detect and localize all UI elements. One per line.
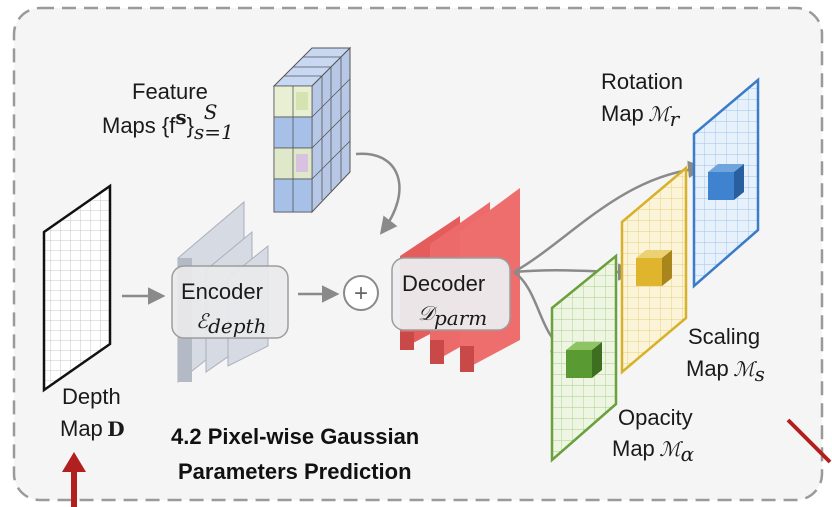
rotation-map-label-line1: Rotation: [601, 69, 683, 94]
scaling-map-label-line2: Map ℳs: [686, 356, 765, 386]
rotation-map-label-line2: Map ℳr: [601, 101, 681, 131]
arrow-decoder-to-scaling: [513, 263, 636, 281]
scaling-map-label-line1: Scaling: [688, 324, 760, 349]
plus-symbol: +: [354, 280, 368, 307]
decoder-symbol: 𝒟parm: [418, 301, 487, 330]
red-slash-mark: [786, 418, 832, 464]
scaling-map-grid: [620, 165, 688, 375]
feature-maps-cube: [272, 46, 352, 214]
encoder-label: Encoder: [181, 279, 263, 304]
decoder-box: [391, 257, 511, 331]
rotation-map-grid: [692, 77, 760, 289]
arrow-decoder-to-rotation: [513, 160, 706, 274]
opacity-map-label-line2: Map ℳα: [612, 436, 695, 466]
section-title-line1: 4.2 Pixel-wise Gaussian: [171, 424, 419, 449]
red-arrow-head: [62, 452, 86, 472]
encoder-symbol: ℰdepth: [196, 309, 266, 338]
depth-map-label-line2: Map D: [60, 416, 125, 441]
depth-map-grid: [42, 183, 112, 393]
feature-maps-label-line1: Feature: [132, 79, 208, 104]
opacity-map-grid: [550, 253, 618, 463]
opacity-map-label-line1: Opacity: [618, 405, 693, 430]
section-title-line2: Parameters Prediction: [178, 459, 412, 484]
plus-circle: [343, 275, 379, 311]
feature-maps-label-line2: Maps {fs}s=1S: [102, 100, 234, 144]
encoder-box: [171, 265, 289, 339]
arrow-features-to-plus: [355, 152, 401, 235]
decoder-label: Decoder: [402, 271, 485, 296]
depth-map-label-line1: Depth: [62, 384, 121, 409]
